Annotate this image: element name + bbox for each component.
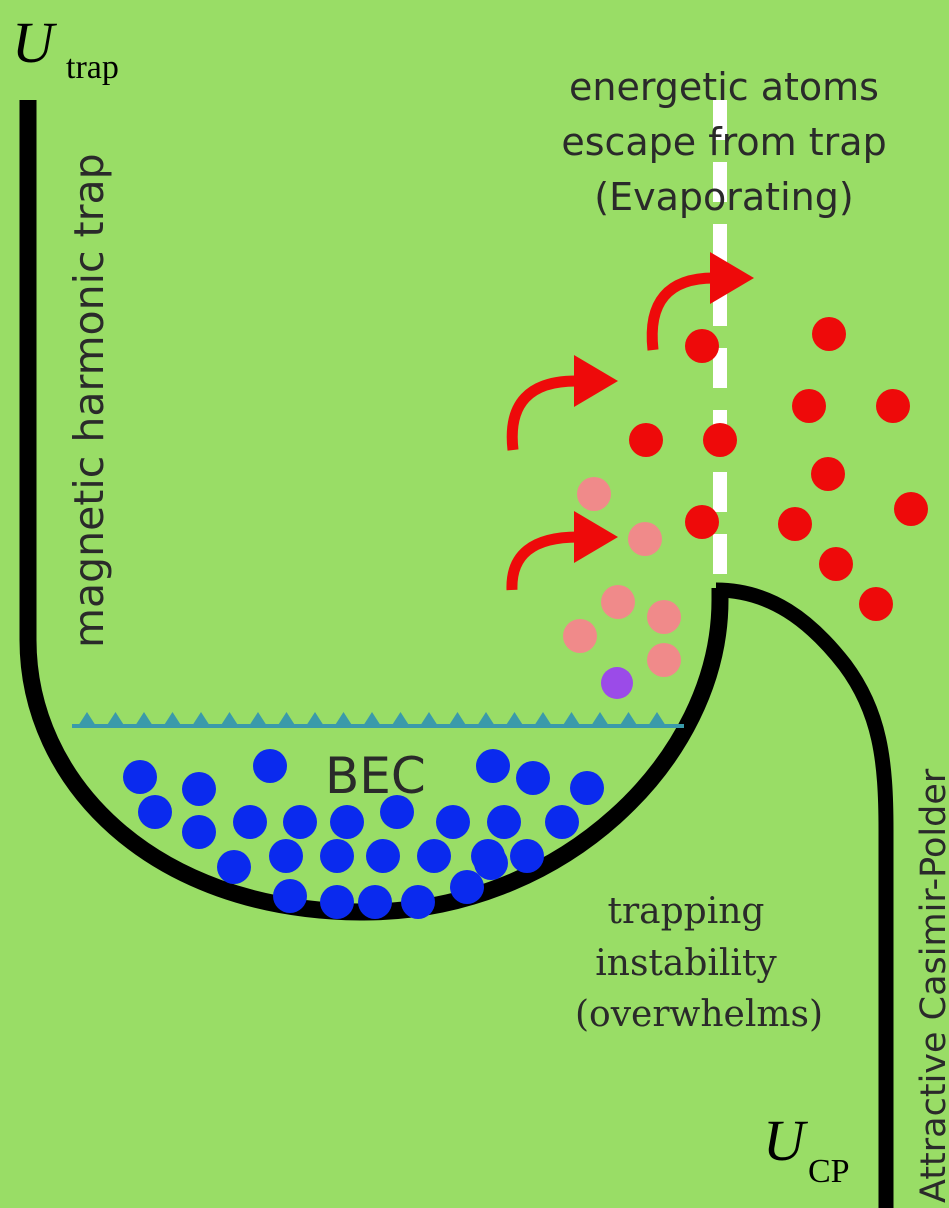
u-trap-subscript: trap [66, 49, 119, 86]
bec-atom [417, 839, 451, 873]
bec-atom [123, 760, 157, 794]
bec-atom [358, 885, 392, 919]
bec-atom [510, 839, 544, 873]
escaped-atom [685, 505, 719, 539]
bec-atom [401, 885, 435, 919]
escaped-atom [876, 389, 910, 423]
instability-text-line1: trapping [608, 891, 765, 932]
escape-text-line1: energetic atoms [569, 65, 879, 109]
bec-atom [545, 805, 579, 839]
special-atom [601, 667, 633, 699]
bec-atom [476, 749, 510, 783]
bec-label: BEC [325, 747, 426, 805]
u-trap-label: U [12, 10, 58, 75]
bec-atom [269, 839, 303, 873]
bec-atom [217, 850, 251, 884]
escaped-atom [811, 457, 845, 491]
warm-atom [563, 619, 597, 653]
instability-text-line2: instability [595, 943, 777, 984]
bec-atom [366, 839, 400, 873]
bec-atom [330, 805, 364, 839]
bec-atom [487, 805, 521, 839]
bec-atom [253, 749, 287, 783]
escaped-atom [819, 547, 853, 581]
bec-atom [570, 771, 604, 805]
bec-atom [182, 815, 216, 849]
escaped-atom [703, 423, 737, 457]
bec-atom [450, 870, 484, 904]
bec-atom [516, 761, 550, 795]
u-cp-subscript: CP [808, 1153, 850, 1190]
escaped-atom [685, 329, 719, 363]
bec-atom [233, 805, 267, 839]
bec-atom [182, 772, 216, 806]
bec-atom [138, 795, 172, 829]
bec-atom [320, 885, 354, 919]
bec-atom [283, 805, 317, 839]
escaped-atom [894, 492, 928, 526]
warm-atom [628, 522, 662, 556]
bec-atom [273, 879, 307, 913]
casimir-polder-label: Attractive Casimir-Polder [914, 768, 949, 1203]
escape-text-line3: (Evaporating) [594, 175, 853, 219]
warm-atom [601, 585, 635, 619]
escaped-atom [629, 423, 663, 457]
escape-text-line2: escape from trap [561, 120, 886, 164]
u-cp-label: U [763, 1108, 809, 1173]
escaped-atom [778, 507, 812, 541]
bec-atom [320, 839, 354, 873]
warm-atom [647, 600, 681, 634]
warm-atom [577, 477, 611, 511]
trap-name-label: magnetic harmonic trap [65, 153, 113, 648]
escaped-atom [812, 317, 846, 351]
warm-atom [647, 643, 681, 677]
instability-text-line3: (overwhelms) [575, 994, 823, 1035]
bec-atom [474, 846, 508, 880]
escaped-atom [792, 389, 826, 423]
bec-atom [436, 805, 470, 839]
escaped-atom [859, 587, 893, 621]
